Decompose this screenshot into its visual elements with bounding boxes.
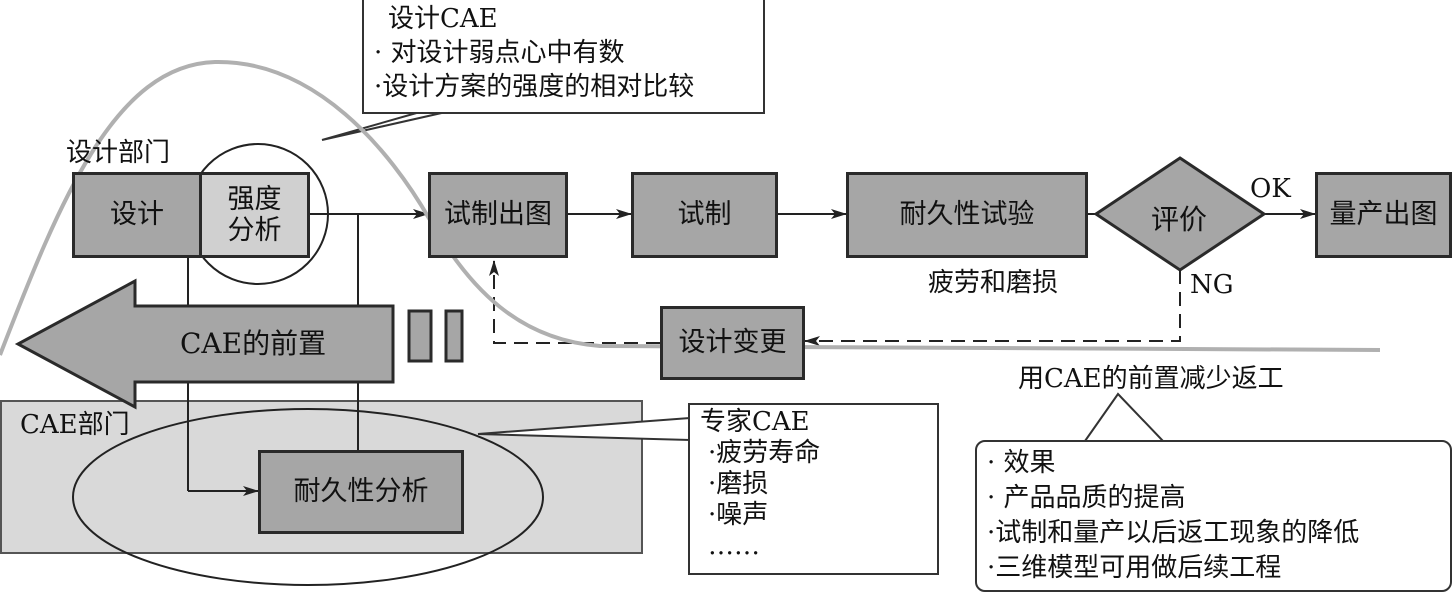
design-cae-callout: 设计CAE · 对设计弱点心中有数 ·设计方案的强度的相对比较 [362, 0, 765, 114]
mass-production-box: 量产出图 [1315, 172, 1452, 258]
design-box: 设计 [72, 172, 202, 258]
expert-cae-item-4: …… [708, 531, 760, 561]
expert-focus-ellipse [72, 408, 544, 586]
design-change-feedback-dashed [489, 260, 660, 344]
durability-test-box: 耐久性试验 [846, 172, 1088, 258]
strength-line-2: 分析 [227, 215, 282, 246]
effect-item-1: · 效果 [987, 448, 1056, 478]
cost-curve [0, 59, 1381, 356]
design-change-label: 设计变更 [678, 327, 787, 359]
prototype-drawing-label: 试制出图 [444, 199, 552, 231]
durability-analysis-box: 耐久性分析 [258, 450, 464, 534]
prototype-drawing-box: 试制出图 [428, 172, 568, 258]
durability-test-label: 耐久性试验 [899, 199, 1035, 231]
ok-label: OK [1250, 174, 1291, 204]
expert-cae-pointer [477, 416, 691, 442]
cae-dept-label: CAE部门 [20, 410, 130, 440]
expert-cae-item-3: ·噪声 [708, 500, 769, 530]
strength-line-1: 强度 [227, 183, 282, 215]
effect-item-2: · 产品品质的提高 [987, 483, 1186, 513]
design-cae-title: 设计CAE [388, 4, 498, 34]
effect-item-3: ·试制和量产以后返工现象的降低 [987, 518, 1360, 548]
ng-label: NG [1190, 270, 1234, 300]
reduce-rework-label: 用CAE的前置减少返工 [1018, 364, 1284, 394]
strength-analysis-box: 强度 分析 [199, 172, 310, 258]
expert-cae-item-1: ·疲劳寿命 [708, 438, 821, 468]
durability-analysis-label: 耐久性分析 [293, 476, 429, 508]
arrow-tail-bar-1 [407, 309, 433, 363]
effect-pointer [1083, 392, 1166, 442]
design-cae-pointer [321, 111, 447, 141]
design-change-box: 设计变更 [660, 306, 805, 380]
prototype-box: 试制 [631, 172, 778, 258]
expert-cae-callout: 专家CAE ·疲劳寿命 ·磨损 ·噪声 …… [688, 403, 939, 575]
arrow-tail-bar-2 [444, 309, 464, 363]
effect-callout: · 效果 · 产品品质的提高 ·试制和量产以后返工现象的降低 ·三维模型可用做后… [975, 440, 1452, 592]
cae-front-arrow [14, 278, 395, 410]
cae-front-label: CAE的前置 [180, 327, 327, 360]
expert-cae-title: 专家CAE [700, 407, 810, 437]
expert-cae-item-2: ·磨损 [708, 469, 769, 499]
design-cae-item-1: · 对设计弱点心中有数 [374, 38, 625, 68]
fatigue-wear-label: 疲劳和磨损 [928, 268, 1059, 298]
design-dept-label: 设计部门 [66, 138, 171, 168]
ng-feedback-dashed [804, 270, 1181, 346]
design-cae-item-2: ·设计方案的强度的相对比较 [374, 72, 695, 102]
mass-production-label: 量产出图 [1329, 199, 1438, 231]
effect-item-4: ·三维模型可用做后续工程 [987, 553, 1282, 583]
design-box-label: 设计 [110, 199, 164, 231]
prototype-label: 试制 [677, 199, 732, 231]
evaluate-label: 评价 [1151, 203, 1208, 236]
